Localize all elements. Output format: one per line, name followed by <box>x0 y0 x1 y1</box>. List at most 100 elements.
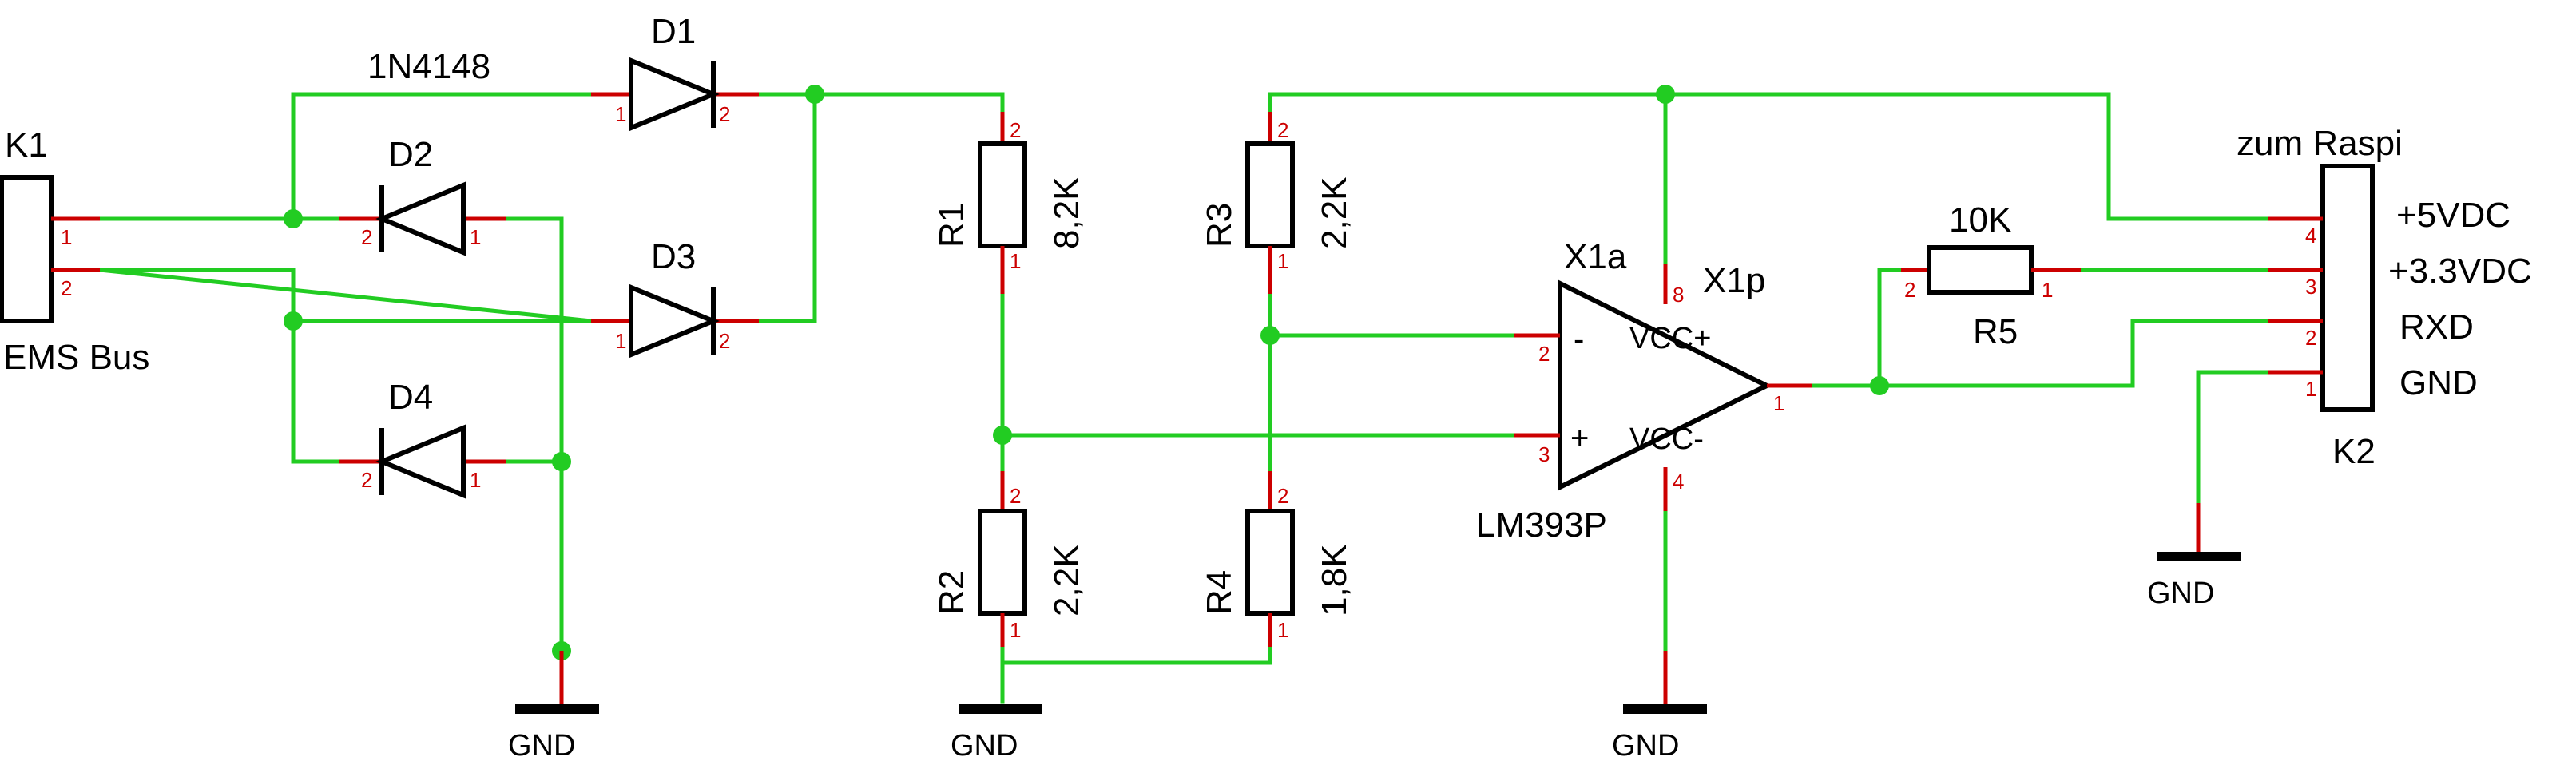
pin-number: 1 <box>470 468 481 492</box>
junction-dot <box>284 209 303 228</box>
resistor-r5-body <box>1927 245 2034 295</box>
pin-number: 2 <box>361 225 372 249</box>
wire-top-rail <box>1268 92 2271 221</box>
wire-r5-left <box>1877 268 1903 388</box>
opamp-x1a-name: X1a <box>1564 237 1627 276</box>
connector-k2-value: zum Raspi <box>2237 124 2403 163</box>
resistor-r5-value: 10K <box>1949 200 2011 240</box>
diode-d3-triangle <box>629 283 720 359</box>
pin-number: 1 <box>1277 618 1288 642</box>
ground-symbols: GND GND GND GND <box>508 503 2241 763</box>
resistor-r2-value: 2,2K <box>1047 544 1086 616</box>
resistor-r3: 2 1 R3 2,2K <box>1200 112 1354 294</box>
diode-d1-value: 1N4148 <box>367 47 490 86</box>
resistor-r4-name: R4 <box>1200 570 1239 615</box>
pin-number: 4 <box>2305 224 2316 248</box>
connector-k1: 1 2 K1 EMS Bus <box>0 125 149 377</box>
resistor-r5-name: R5 <box>1973 312 2018 351</box>
pin-number: 3 <box>1538 442 1550 466</box>
resistor-r3-name: R3 <box>1200 203 1239 248</box>
resistor-r2-name: R2 <box>932 570 971 615</box>
ground-label: GND <box>1612 729 1679 763</box>
resistor-r1-value: 8,2K <box>1047 176 1086 249</box>
opamp-vcc-minus-label: VCC- <box>1629 422 1704 456</box>
junction-dot <box>552 452 571 471</box>
wire-left-bus-bottom <box>291 319 341 464</box>
diode-d4: 2 1 D4 <box>339 378 506 499</box>
junction-dot <box>993 426 1012 445</box>
resistor-r4: 2 1 R4 1,8K <box>1200 471 1354 647</box>
pin-number: 2 <box>1277 484 1288 508</box>
connector-k2-name: K2 <box>2332 432 2376 471</box>
resistor-r3-body <box>1245 141 1295 248</box>
connector-k1-name: K1 <box>5 125 48 164</box>
pin-number: 2 <box>1538 342 1550 366</box>
wire-k2-gnd <box>2196 370 2271 557</box>
pin-number: 2 <box>2305 326 2316 350</box>
pin-number: 1 <box>2305 377 2316 401</box>
resistor-r5: 2 1 10K R5 <box>1901 200 2081 351</box>
opamp-minus-sign: - <box>1574 322 1584 357</box>
junction-dot <box>284 311 303 331</box>
wire-d1-out <box>756 92 1005 114</box>
pin-number: 8 <box>1673 283 1684 307</box>
ground-symbol: GND <box>508 651 599 763</box>
connector-k2-signal-gnd: GND <box>2399 363 2478 402</box>
pin-number: 2 <box>1904 278 1915 302</box>
junction-dot <box>1260 326 1280 345</box>
pin-number: 1 <box>61 225 72 249</box>
pin-number: 1 <box>1010 618 1021 642</box>
diode-d4-name: D4 <box>388 378 433 417</box>
resistor-r1-body <box>978 141 1027 248</box>
diode-d2-triangle <box>375 181 466 256</box>
diode-d2: 2 1 D2 <box>339 135 506 256</box>
pin-number: 2 <box>1277 118 1288 142</box>
connector-k2-signal-3v3: +3.3VDC <box>2388 252 2532 291</box>
diode-d3: 1 2 D3 <box>591 237 759 359</box>
ground-label: GND <box>2147 577 2214 610</box>
connector-k2-signal-rxd: RXD <box>2399 307 2474 347</box>
ground-symbol: GND <box>1612 651 1707 763</box>
ground-label: GND <box>951 729 1018 763</box>
ground-label: GND <box>508 729 575 763</box>
resistor-r2-body <box>978 509 1027 616</box>
pin-number: 2 <box>719 329 730 353</box>
wire-k1-pin2-b <box>97 268 593 323</box>
pin-number: 3 <box>2305 275 2316 299</box>
diode-d2-name: D2 <box>388 135 433 174</box>
junctions <box>284 85 1889 660</box>
pin-number: 1 <box>1010 249 1021 273</box>
diode-d1-name: D1 <box>651 12 696 51</box>
pin-number: 1 <box>2042 278 2053 302</box>
resistor-r3-value: 2,2K <box>1315 176 1354 249</box>
pin-number: 1 <box>1277 249 1288 273</box>
opamp-x1p-name: X1p <box>1703 261 1765 300</box>
resistor-r1: 2 1 R1 8,2K <box>932 112 1086 294</box>
wire-output <box>1809 319 2271 388</box>
resistor-r2: 2 1 R2 2,2K <box>932 471 1086 647</box>
pin-number: 2 <box>361 468 372 492</box>
junction-dot <box>805 85 824 104</box>
opamp-plus-sign: + <box>1570 421 1589 456</box>
diode-d1-triangle <box>629 57 720 132</box>
pin-number: 2 <box>1010 484 1021 508</box>
connector-k1-body <box>0 175 54 323</box>
connector-k2-signal-5v: +5VDC <box>2396 196 2511 235</box>
connector-k1-value: EMS Bus <box>3 338 149 377</box>
connector-k2-body <box>2320 164 2375 412</box>
wires <box>97 92 2271 709</box>
diode-d3-name: D3 <box>651 237 696 276</box>
junction-dot <box>1656 85 1675 104</box>
pin-number: 1 <box>615 102 626 126</box>
pin-number: 1 <box>470 225 481 249</box>
pin-number: 2 <box>1010 118 1021 142</box>
wire-left-bus-top <box>291 92 593 221</box>
opamp-x1a: - + VCC+ VCC- 2 3 1 8 4 X1a X1p LM393P <box>1476 237 1812 545</box>
wire-r2-r4-gnd <box>1000 644 1272 665</box>
diode-d1: 1 2 D1 1N4148 <box>367 12 759 132</box>
ground-symbol: GND <box>2147 503 2241 610</box>
wire-d3-out <box>756 92 817 323</box>
pin-number: 1 <box>615 329 626 353</box>
pin-number: 2 <box>719 102 730 126</box>
